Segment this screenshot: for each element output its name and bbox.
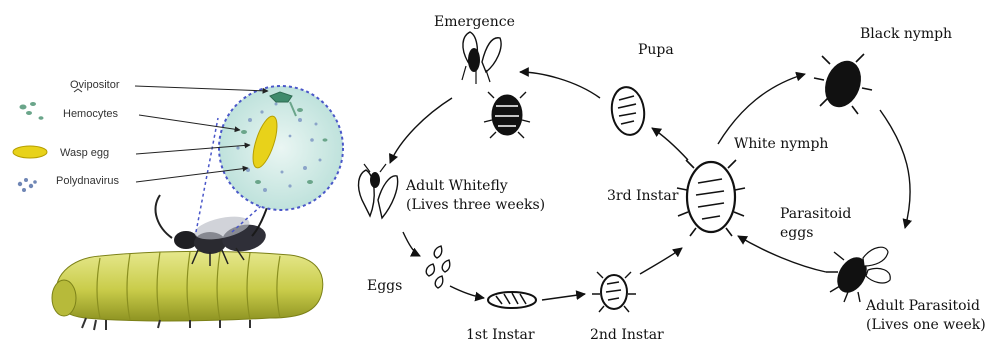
emerged-pupal-case: [484, 92, 530, 138]
label-third-instar: 3rd Instar: [607, 188, 678, 205]
label-emergence: Emergence: [434, 14, 515, 31]
wasp-egg-icon: [13, 146, 47, 158]
arrow-eggs-to-1st: [450, 286, 484, 298]
arrow-emergence-to-adult: [390, 98, 452, 163]
label-hemocytes: Hemocytes: [63, 108, 118, 120]
label-adult-whitefly-line1: Adult Whitefly: [406, 178, 508, 195]
label-wasp-egg: Wasp egg: [60, 147, 109, 159]
black-nymph: [814, 54, 872, 114]
label-black-nymph: Black nymph: [860, 26, 952, 43]
label-white-nymph: White nymph: [734, 136, 828, 153]
arrow-adult-to-eggs: [403, 232, 420, 256]
third-instar-nymph: [677, 160, 745, 236]
arrow-1st-to-2nd: [542, 294, 585, 300]
caterpillar: [52, 251, 323, 330]
first-instar: [488, 292, 536, 308]
label-parasitoid-eggs-line2: eggs: [780, 225, 813, 242]
label-ovipositor: Ovipositor: [70, 79, 120, 91]
pupa: [609, 85, 647, 137]
polydnavirus-icon: [18, 178, 37, 192]
arrow-black-to-adult-parasitoid: [880, 110, 910, 228]
arrow-2nd-to-3rd: [640, 248, 682, 274]
label-pupa: Pupa: [638, 42, 674, 59]
label-adult-parasitoid-line2: (Lives one week): [866, 317, 986, 334]
label-second-instar: 2nd Instar: [590, 327, 664, 344]
arrow-white-to-black: [718, 74, 805, 144]
label-parasitoid-eggs-line1: Parasitoid: [780, 206, 851, 223]
emergence-insect: [462, 32, 501, 84]
zoom-circle: [219, 86, 343, 210]
whitefly-eggs: [426, 246, 450, 288]
adult-whitefly: [359, 164, 398, 218]
adult-parasitoid: [826, 247, 890, 302]
arrow-pupa-to-emergence: [520, 72, 600, 98]
caterpillar-head: [52, 280, 76, 316]
label-adult-parasitoid-line1: Adult Parasitoid: [866, 298, 980, 315]
second-instar: [592, 272, 636, 312]
label-eggs: Eggs: [367, 278, 402, 295]
label-adult-whitefly-line2: (Lives three weeks): [406, 197, 545, 214]
label-polydnavirus: Polydnavirus: [56, 175, 119, 187]
label-first-instar: 1st Instar: [466, 327, 535, 344]
arrow-3rd-to-pupa: [652, 128, 688, 160]
hemocytes-icon: [20, 102, 44, 120]
